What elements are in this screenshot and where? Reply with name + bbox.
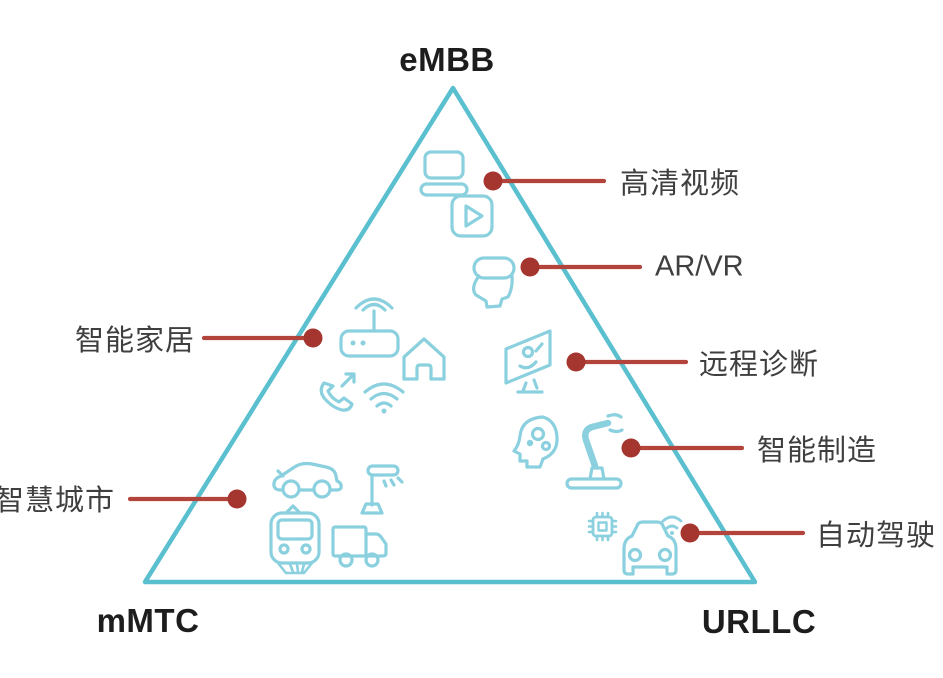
phone-call-icon [319,372,356,412]
vertex-label-mmtc: mMTC [96,602,200,639]
callout-label-ar-vr: AR/VR [655,250,744,283]
callout-label-smart-city: 智慧城市 [0,485,115,517]
callout-label-smart-manufacturing: 智能制造 [757,435,878,467]
chip-icon [587,511,618,542]
truck-icon [331,525,388,568]
callout-dot [520,257,540,277]
callout-dot [303,328,323,348]
telemedicine-screen-icon [504,329,552,394]
callout-dot [566,352,586,372]
callout-dot [483,171,503,191]
callout-label-smart-home: 智能家居 [74,325,195,357]
train-icon [269,504,321,575]
callout-dot [680,523,700,543]
vr-headset-icon [472,256,516,309]
vertex-label-embb: eMBB [399,41,495,78]
callout-line-autonomous-driving [680,523,806,543]
triangle-outline [142,85,758,585]
house-icon [402,337,446,381]
wifi-router-icon [339,297,400,358]
callout-line-hd-video [483,171,607,191]
callout-label-remote-diagnosis: 远程诊断 [699,349,820,381]
callout-line-remote-diagnosis [566,352,689,372]
callout-dot [621,438,641,458]
callout-label-autonomous-driving: 自动驾驶 [816,520,937,552]
callout-label-hd-video: 高清视频 [620,168,741,200]
callout-line-smart-city [127,489,247,509]
wifi-icon [363,382,405,414]
callout-line-smart-home [201,328,323,348]
ai-head-icon [512,415,559,469]
street-lamp-icon [360,464,404,515]
callout-line-smart-manufacturing [621,438,745,458]
car-icon [272,461,343,499]
video-play-icon [450,194,494,238]
desktop-computer-icon [419,150,469,197]
vertex-label-urllc: URLLC [701,603,817,640]
callout-dot [227,489,247,509]
robot-arm-icon [565,413,624,490]
callout-line-ar-vr [520,257,643,277]
connected-car-icon [622,515,683,576]
